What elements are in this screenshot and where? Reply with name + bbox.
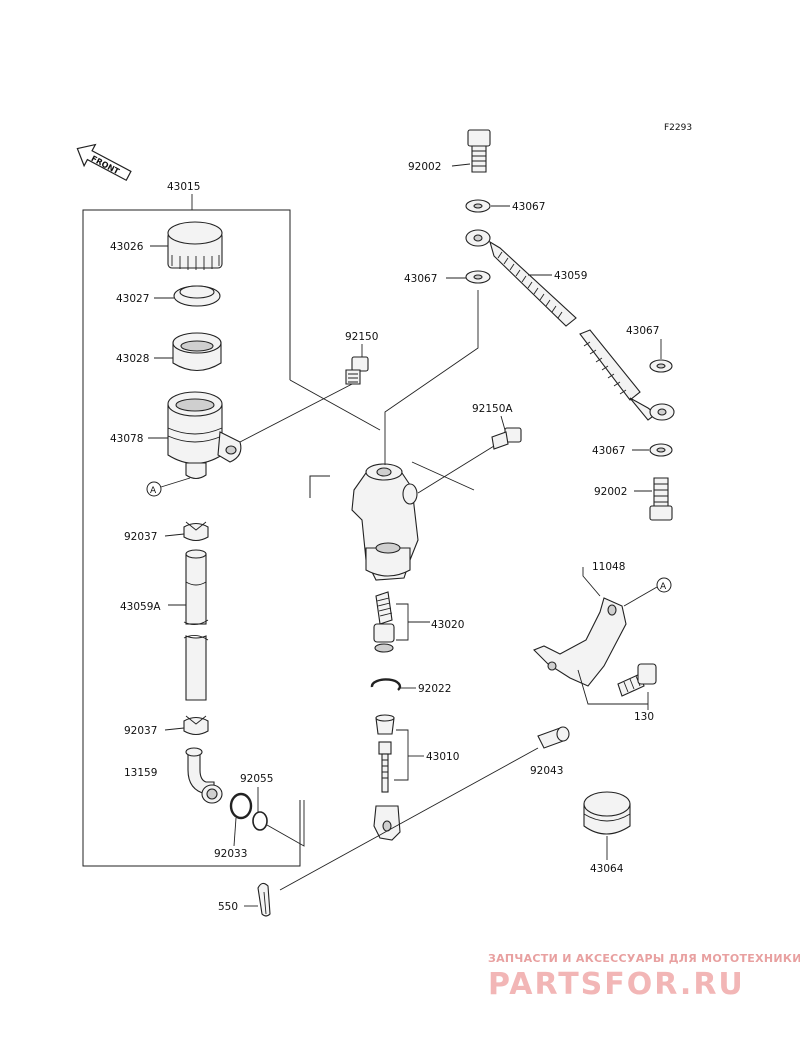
piston-spring: [373, 591, 395, 653]
master-cylinder-box: [309, 475, 330, 498]
part-label-43067-3: 43067: [626, 325, 659, 337]
part-label-43027: 43027: [116, 293, 149, 305]
clevis-pin: [537, 726, 570, 749]
figure-code: F2293: [664, 123, 692, 133]
part-label-92002-bottom: 92002: [594, 486, 627, 498]
watermark-brand: PARTSFOR.RU: [488, 967, 745, 1002]
part-label-43015: 43015: [167, 181, 200, 193]
part-label-43028: 43028: [116, 353, 149, 365]
master-cylinder-body: [351, 463, 419, 581]
circlip: [229, 792, 253, 820]
hose-clamp-top: [183, 521, 209, 542]
part-label-43064: 43064: [590, 863, 624, 875]
part-label-92055: 92055: [240, 773, 273, 785]
push-rod: [373, 714, 401, 841]
bolt-92150: [345, 356, 369, 385]
cotter-pin: [257, 882, 271, 917]
part-label-92037-top: 92037: [124, 531, 157, 543]
part-label-43026: 43026: [110, 241, 144, 253]
o-ring: [252, 811, 268, 831]
callout-a-left: A: [146, 481, 162, 497]
banjo-bolt-bottom: [649, 477, 673, 521]
diaphragm-plate: [173, 285, 221, 307]
dust-boot: [583, 791, 631, 835]
reservoir-hose: [183, 549, 209, 701]
diaphragm: [172, 332, 222, 372]
watermark-tagline: ЗАПЧАСТИ И АКСЕССУАРЫ ДЛЯ МОТОТЕХНИКИ: [488, 952, 800, 965]
part-label-43067-2: 43067: [404, 273, 437, 285]
part-label-92022: 92022: [418, 683, 451, 695]
part-label-43020: 43020: [431, 619, 464, 631]
part-label-43059A: 43059A: [120, 601, 161, 613]
part-label-13159: 13159: [124, 767, 157, 779]
part-label-550: 550: [218, 901, 238, 913]
part-label-43067-1: 43067: [512, 201, 545, 213]
part-label-92033: 92033: [214, 848, 247, 860]
svg-text:A: A: [660, 582, 667, 592]
part-label-11048: 11048: [592, 561, 625, 573]
reservoir-cap: [167, 221, 223, 270]
bolt-92150A: [491, 427, 522, 450]
part-label-92150: 92150: [345, 331, 378, 343]
callout-a-right: A: [656, 577, 672, 593]
part-label-43067-4: 43067: [592, 445, 625, 457]
part-label-92037-bottom: 92037: [124, 725, 157, 737]
reservoir-assembly-box: [82, 209, 301, 867]
brake-hose: [465, 229, 675, 421]
banjo-bolt-top: [467, 129, 491, 173]
bracket: [533, 597, 627, 687]
front-arrow-icon: FRONT: [76, 143, 132, 182]
part-label-43078: 43078: [110, 433, 143, 445]
hose-clamp-bottom: [183, 715, 209, 736]
part-label-130: 130: [634, 711, 654, 723]
part-label-43059: 43059: [554, 270, 587, 282]
part-label-43010: 43010: [426, 751, 459, 763]
snap-ring: [370, 678, 402, 691]
elbow-fitting: [185, 747, 223, 804]
part-label-92150A: 92150A: [472, 403, 513, 415]
part-label-92043: 92043: [530, 765, 563, 777]
bolt-130: [617, 663, 657, 697]
part-label-92002-top: 92002: [408, 161, 441, 173]
svg-text:A: A: [150, 486, 157, 496]
reservoir-tank: [167, 391, 242, 480]
